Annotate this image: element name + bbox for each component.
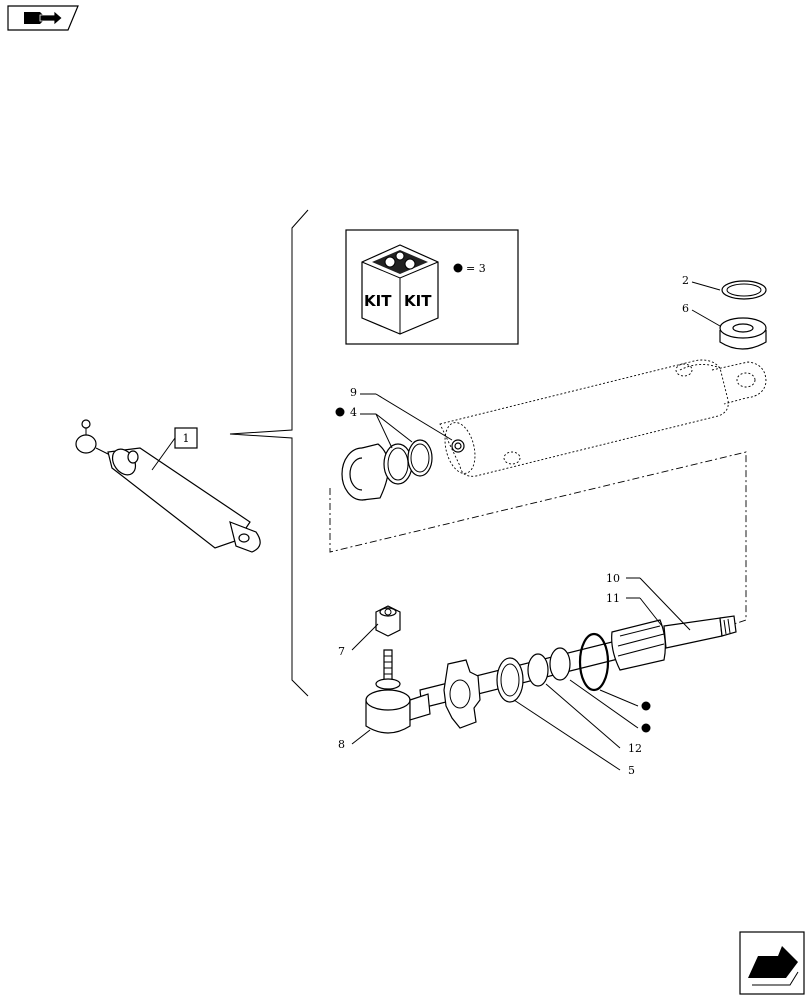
- kit-dot-icon: [641, 701, 651, 711]
- book-arrow-icon[interactable]: [7, 5, 79, 31]
- callout-8: 8: [338, 738, 345, 751]
- rod-end-8: [365, 649, 431, 734]
- assembly-connector: [329, 451, 747, 625]
- assembly-bracket: [229, 209, 309, 697]
- next-page-arrow-icon[interactable]: [739, 931, 805, 995]
- lock-washer: [443, 659, 481, 729]
- callout-1: 1: [183, 432, 190, 445]
- wear-ring-12: [527, 647, 571, 687]
- cylinder-barrel: [439, 359, 767, 477]
- callout-2: 2: [682, 274, 689, 287]
- kit-dot-icon: [335, 407, 345, 417]
- callout-4: 4: [350, 406, 357, 419]
- seal-5: [496, 657, 524, 703]
- kit-legend-box: KIT KIT = 3: [345, 229, 519, 345]
- callout-9: 9: [350, 386, 357, 399]
- kit-label-left: KIT: [364, 292, 392, 310]
- retaining-ring-2: [721, 280, 767, 300]
- o-ring: [578, 632, 610, 692]
- callout-11: 11: [606, 592, 620, 605]
- bushing-6: [719, 317, 767, 350]
- kit-legend-text: = 3: [466, 262, 486, 275]
- kit-dot-icon: [641, 723, 651, 733]
- kit-label-right: KIT: [404, 292, 432, 310]
- callout-7: 7: [338, 645, 345, 658]
- kit-dot-icon: [453, 263, 463, 273]
- overview-cylinder: [75, 419, 261, 553]
- callout-12: 12: [628, 742, 642, 755]
- callout-5: 5: [628, 764, 635, 777]
- seal-set-4: [341, 439, 433, 501]
- callout-10: 10: [606, 572, 620, 585]
- callout-6: 6: [682, 302, 689, 315]
- nut-7: [375, 605, 401, 637]
